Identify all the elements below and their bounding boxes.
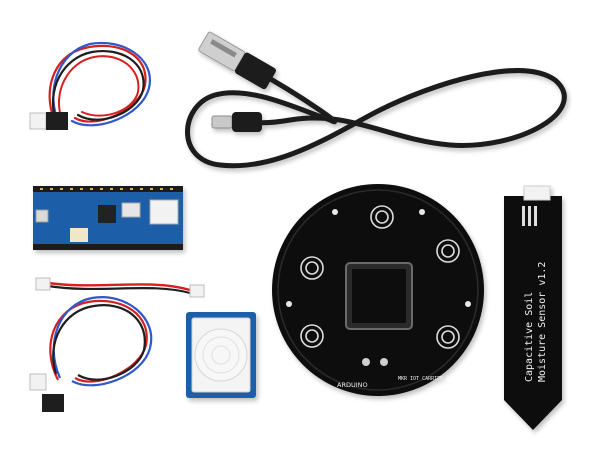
sensor-line1: Capacitive Soil xyxy=(524,292,535,382)
touch-pad-left-bottom xyxy=(300,324,324,348)
sensor-connector xyxy=(523,185,551,201)
jumper-cable-top xyxy=(29,41,152,130)
touch-pad-right-bottom xyxy=(436,325,460,349)
touch-pad-left-top xyxy=(300,256,324,280)
jumper-cable-bottom xyxy=(29,296,153,412)
arduino-mkr-board xyxy=(33,186,183,250)
pir-sensor xyxy=(186,312,256,398)
short-cable xyxy=(35,277,205,298)
carrier-label: MKR IOT CARRIER xyxy=(398,376,444,382)
carrier-brand: ARDUINO xyxy=(337,381,368,389)
wifi-module xyxy=(149,199,179,225)
connector-white xyxy=(29,112,47,130)
micro-usb-port xyxy=(35,209,49,223)
sensor-line2: Moisture Sensor v1.2 xyxy=(537,262,548,382)
battery-connector xyxy=(70,228,88,242)
usb-a-housing xyxy=(234,52,276,90)
touch-pad-top xyxy=(370,205,394,229)
chip xyxy=(98,205,116,223)
iot-carrier: ARDUINO MKR IOT CARRIER xyxy=(272,184,484,396)
usb-cable xyxy=(185,31,567,169)
soil-moisture-sensor: Capacitive Soil Moisture Sensor v1.2 xyxy=(504,185,562,430)
micro-usb-plug xyxy=(211,115,233,129)
connector-black xyxy=(46,112,68,130)
touch-pad-right-top xyxy=(436,239,460,263)
